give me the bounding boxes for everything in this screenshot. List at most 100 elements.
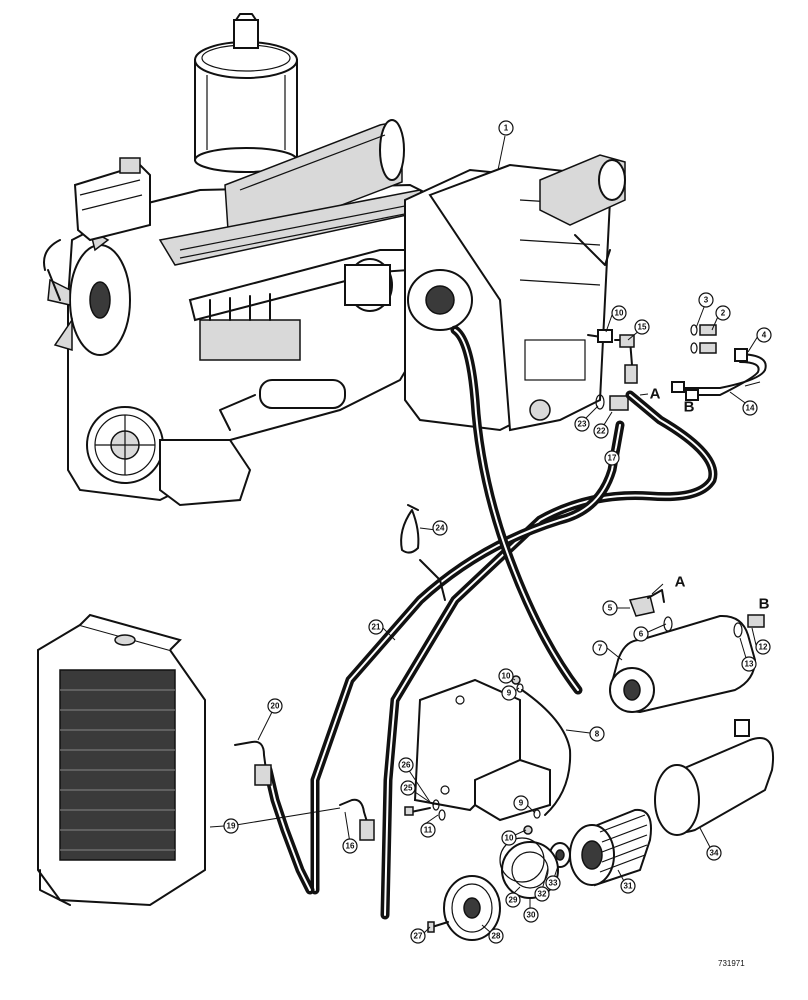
callout-9-mid: 9 xyxy=(501,685,517,701)
o-ring-13 xyxy=(733,622,743,638)
hose-center xyxy=(450,325,583,695)
callout-17: 17 xyxy=(604,450,620,466)
hose-8 xyxy=(521,689,572,816)
callout-12: 12 xyxy=(755,639,771,655)
o-ring-3 xyxy=(690,324,698,354)
callout-14: 14 xyxy=(742,400,758,416)
callout-label: 5 xyxy=(608,604,613,613)
callout-13: 13 xyxy=(741,656,757,672)
port-label-b-upper: B xyxy=(684,399,695,416)
callout-label: 20 xyxy=(271,702,280,711)
filter-head-7 xyxy=(608,614,757,714)
callout-22: 22 xyxy=(593,423,609,439)
callout-label: 8 xyxy=(595,730,600,739)
callout-10-top: 10 xyxy=(611,305,627,321)
elbow-fitting-5 xyxy=(628,589,665,617)
callout-2: 2 xyxy=(715,305,731,321)
callout-label: 15 xyxy=(638,323,647,332)
callout-9-low: 9 xyxy=(513,795,529,811)
callout-label: 11 xyxy=(424,826,433,835)
callout-label: 16 xyxy=(346,842,355,851)
callout-1: 1 xyxy=(498,120,514,136)
hose-clip-24 xyxy=(400,504,446,601)
callout-34: 34 xyxy=(706,845,722,861)
air-compressor xyxy=(73,157,151,242)
callout-label: 25 xyxy=(404,784,413,793)
washer-26 xyxy=(432,799,440,811)
air-cleaner xyxy=(194,13,298,173)
callout-label: 14 xyxy=(746,404,755,413)
filter-housing-34 xyxy=(654,719,774,836)
callout-33: 33 xyxy=(545,875,561,891)
callout-27: 27 xyxy=(410,928,426,944)
callout-10-mid: 10 xyxy=(498,668,514,684)
callout-label: 12 xyxy=(759,643,768,652)
callout-26: 26 xyxy=(398,757,414,773)
callout-label: 34 xyxy=(710,849,719,858)
callout-20: 20 xyxy=(267,698,283,714)
callout-10-low: 10 xyxy=(501,830,517,846)
elbow-fitting-16 xyxy=(339,798,375,841)
callout-label: 1 xyxy=(504,124,509,133)
callout-label: 2 xyxy=(721,309,726,318)
callout-11: 11 xyxy=(420,822,436,838)
callout-8: 8 xyxy=(589,726,605,742)
plug-27 xyxy=(427,921,449,933)
connector-12 xyxy=(747,614,765,628)
callout-23: 23 xyxy=(574,416,590,432)
callout-label: 27 xyxy=(414,932,423,941)
elbow-fitting-20 xyxy=(234,740,272,786)
fitting-2 xyxy=(699,324,717,354)
starter-motor xyxy=(344,258,393,312)
hose-17 xyxy=(380,390,718,920)
callout-15: 15 xyxy=(634,319,650,335)
oil-pan xyxy=(159,439,252,507)
callout-label: 28 xyxy=(492,932,501,941)
callout-label: 9 xyxy=(507,689,512,698)
callout-24: 24 xyxy=(432,520,448,536)
callout-29: 29 xyxy=(505,892,521,908)
callout-28: 28 xyxy=(488,928,504,944)
callout-label: 7 xyxy=(598,644,603,653)
callout-label: 3 xyxy=(704,296,709,305)
hose-21 xyxy=(310,420,625,895)
callout-label: 21 xyxy=(372,623,381,632)
callout-label: 26 xyxy=(402,761,411,770)
callout-label: 23 xyxy=(578,420,587,429)
o-ring-23 xyxy=(595,394,605,410)
crankshaft-pulley xyxy=(86,406,164,484)
callout-4: 4 xyxy=(756,327,772,343)
callout-label: 6 xyxy=(639,630,644,639)
muffler xyxy=(224,119,405,243)
engine-assembly xyxy=(43,13,638,507)
callout-21: 21 xyxy=(368,619,384,635)
callout-label: 17 xyxy=(608,454,617,463)
callout-label: 24 xyxy=(436,524,445,533)
o-ring-6 xyxy=(663,616,673,632)
callout-31: 31 xyxy=(620,878,636,894)
port-label-a-upper: A xyxy=(650,386,661,403)
fan-assembly xyxy=(47,228,131,356)
callout-30: 30 xyxy=(523,907,539,923)
cover-28 xyxy=(443,875,501,941)
callout-label: 13 xyxy=(745,660,754,669)
washer-9-lower xyxy=(533,809,541,819)
radiator-hose-20 xyxy=(263,765,315,895)
callout-label: 31 xyxy=(624,882,633,891)
nut-10-lower xyxy=(523,825,533,835)
callout-label: 10 xyxy=(615,309,624,318)
callout-label: 4 xyxy=(762,331,767,340)
callout-5: 5 xyxy=(602,600,618,616)
callout-label: 9 xyxy=(519,799,524,808)
drawing-number: 731971 xyxy=(718,959,745,968)
gasket-29 xyxy=(499,837,545,883)
callout-label: 10 xyxy=(505,834,514,843)
tube-assembly-14 xyxy=(671,348,767,401)
bolt-25 xyxy=(404,806,431,816)
filter-element-31 xyxy=(569,808,652,887)
callout-32: 32 xyxy=(534,886,550,902)
port-label-a-lower: A xyxy=(675,574,686,591)
callout-25: 25 xyxy=(400,780,416,796)
elbow-fitting-15 xyxy=(614,334,638,384)
